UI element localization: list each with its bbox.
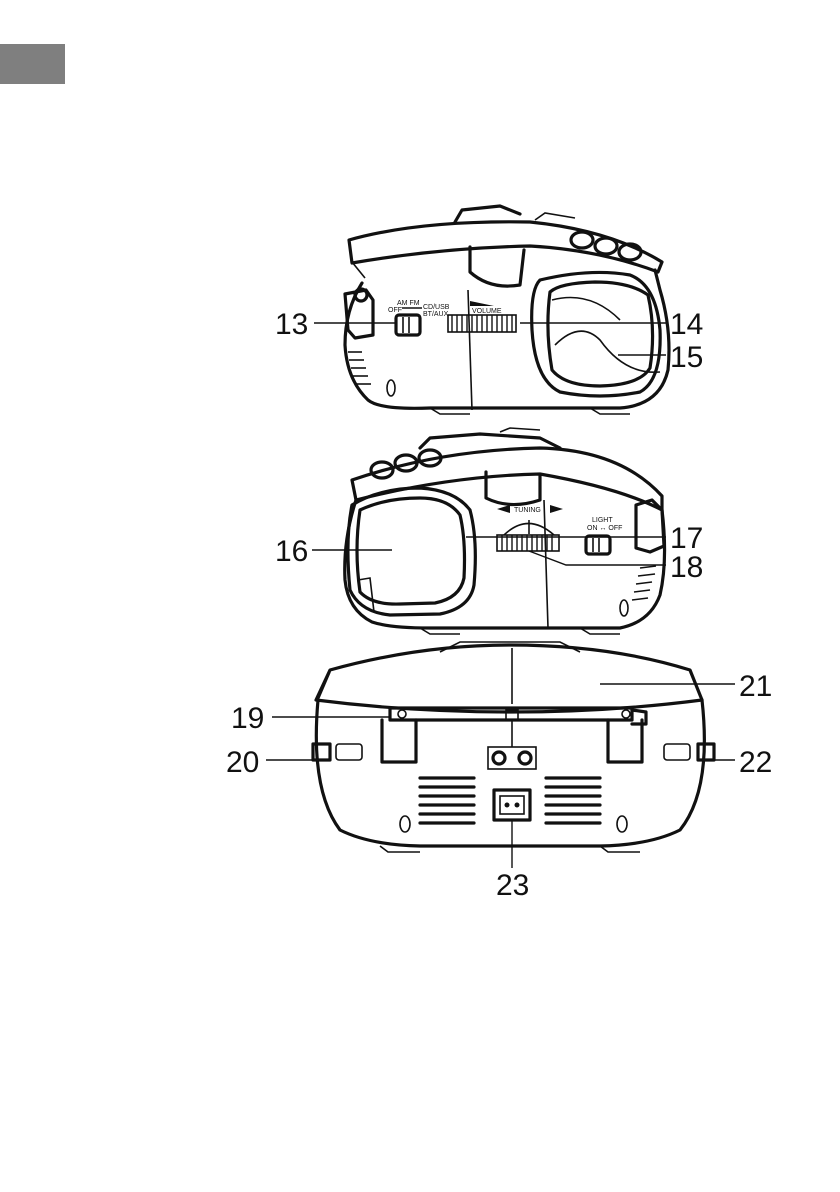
volume-dial (448, 315, 516, 332)
side-view-left: TUNING LIGHT ON ↔ OFF (275, 428, 703, 634)
callout-16: 16 (275, 535, 308, 568)
callout-23: 23 (496, 869, 529, 902)
light-switch-label-2: ON ↔ OFF (587, 525, 622, 532)
light-switch-label-1: LIGHT (592, 517, 613, 524)
function-switch-label-2: OFF (388, 307, 402, 314)
function-switch-label-4: BT/AUX (423, 311, 449, 318)
callout-22: 22 (739, 746, 772, 779)
side-view-right: AM FM OFF CD/USB BT/AUX VOLUME (275, 206, 703, 414)
callout-18: 18 (670, 551, 703, 584)
callout-20: 20 (226, 746, 259, 779)
callout-19: 19 (231, 702, 264, 735)
callout-15: 15 (670, 341, 703, 374)
callout-14: 14 (670, 308, 703, 341)
callout-21: 21 (739, 670, 772, 703)
callout-13: 13 (275, 308, 308, 341)
rear-grille (420, 778, 600, 823)
rear-view: 19 20 21 22 23 (226, 642, 772, 902)
function-switch-label-1: AM FM (397, 300, 420, 307)
function-switch-label-3: CD/USB (423, 304, 450, 311)
tuning-label: TUNING (514, 507, 541, 514)
volume-label: VOLUME (472, 308, 502, 315)
